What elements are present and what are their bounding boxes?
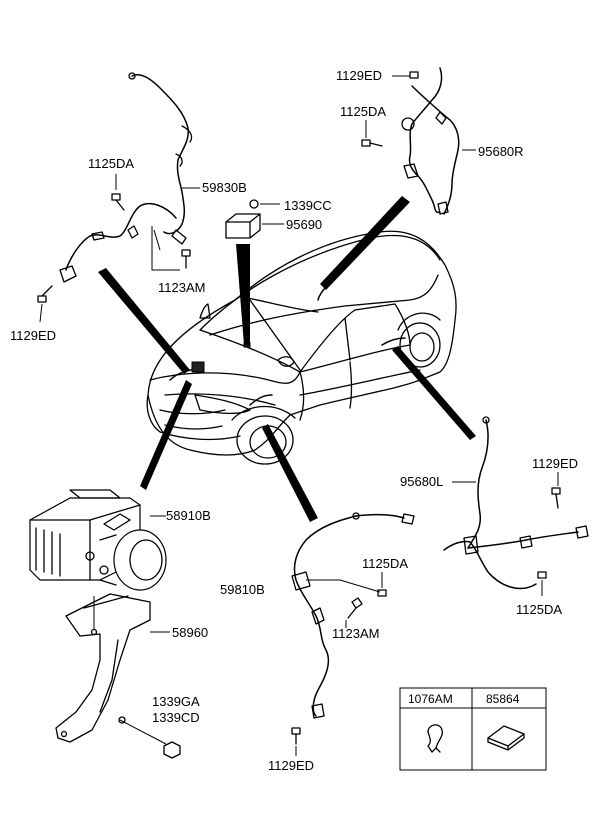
pad-icon [487,725,525,751]
bolt-icon [361,139,383,147]
callout-59830B: 59830B [202,180,247,195]
bolt-icon [291,727,301,745]
wedge-rear-left [392,346,476,440]
bolt-icon [111,193,125,211]
callout-1129ED: 1129ED [10,328,56,343]
legend-header-1076AM: 1076AM [408,692,453,706]
callout-59810B: 59810B [220,582,265,597]
callout-1125DA-rl: 1125DA [516,602,562,617]
callout-1125DA-fr: 1125DA [362,556,408,571]
rear-left-sensor-group: 95680L 1129ED 1125DA [400,416,589,617]
bolt-icon [181,249,191,269]
nut-icon [163,741,181,759]
callout-95690: 95690 [286,217,322,232]
callout-1125DA-rr: 1125DA [340,104,386,119]
parts-legend: 1076AM 85864 [399,687,547,771]
yaw-sensor-group: 1339CC 95690 [225,198,332,239]
legend-header-85864: 85864 [486,692,520,706]
callout-1123AM: 1123AM [158,280,205,295]
callout-1129ED-rr: 1129ED [336,68,382,83]
abs-bracket [55,593,151,743]
callout-1339GA: 1339GA [152,694,200,709]
callout-58960: 58960 [172,625,208,640]
callout-1123AM-fr: 1123AM [332,626,379,641]
wedge-center [236,244,250,345]
bolt-icon [37,285,53,303]
wedge-rear-right [320,196,410,290]
callout-1339CC: 1339CC [284,198,332,213]
yaw-sensor [225,213,261,239]
bolt-icon [551,487,561,509]
wedge-front-left [98,268,190,374]
rear-right-sensor-group: 1129ED 1125DA 95680R [336,67,524,215]
front-left-sensor-group: 1125DA 59830B 1123AM 1129ED [10,72,247,343]
callout-95680R: 95680R [478,144,524,159]
bolt-icon [537,571,547,579]
hecu-group: 58910B 58960 1339GA 1339CD [29,489,211,759]
bolt-icon [409,71,419,79]
callout-95680L: 95680L [400,474,443,489]
bolt-icon [347,597,363,619]
callout-1339CD: 1339CD [152,710,200,725]
wedge-hecu [140,380,192,490]
vehicle-illustration [146,230,457,465]
callout-1129ED-fr: 1129ED [268,758,314,773]
clip-icon [427,724,444,753]
nut-icon [249,199,259,209]
pointer-wedges [98,196,476,522]
wedge-front-right [262,424,318,522]
bolt-icon [377,589,387,597]
callout-1125DA: 1125DA [88,156,134,171]
callout-58910B: 58910B [166,508,211,523]
front-right-sensor-group: 59810B 1125DA 1123AM 1129ED [220,512,415,773]
callout-1129ED-rl: 1129ED [532,456,578,471]
